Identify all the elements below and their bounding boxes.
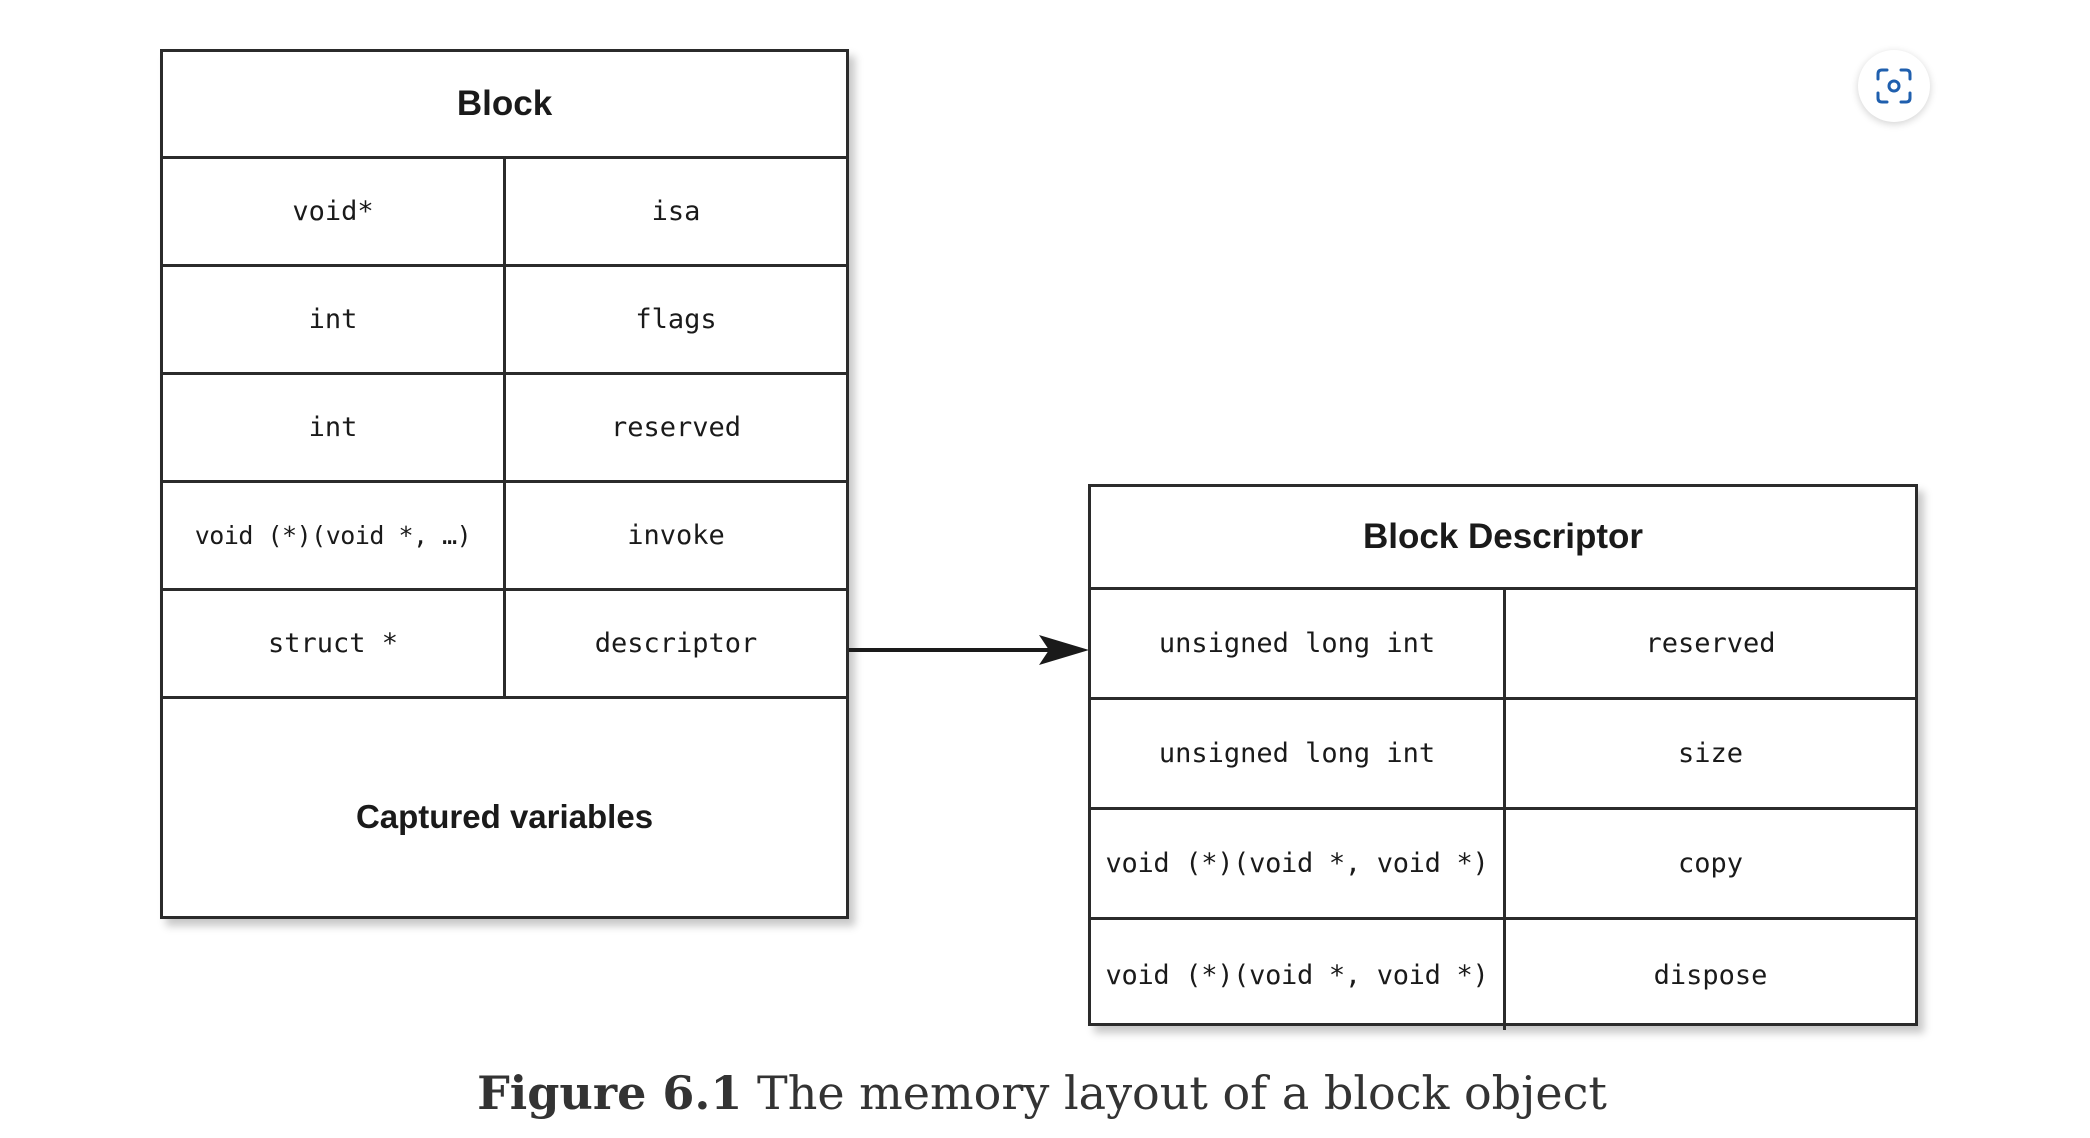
block-cell-type: void*	[163, 159, 506, 264]
block-cell-type: struct *	[163, 591, 506, 696]
block-cell-type: int	[163, 267, 506, 372]
block-row-invoke: void (*)(void *, …) invoke	[163, 483, 846, 591]
block-table-title: Block	[163, 52, 846, 159]
block-row-flags: int flags	[163, 267, 846, 375]
visual-search-button[interactable]	[1858, 50, 1930, 122]
block-row-isa: void* isa	[163, 159, 846, 267]
block-row-descriptor: struct * descriptor	[163, 591, 846, 699]
block-descriptor-table: Block Descriptor unsigned long int reser…	[1088, 484, 1918, 1030]
block-cell-type: void (*)(void *, …)	[163, 483, 506, 588]
figure-caption: Figure 6.1 The memory layout of a block …	[0, 1066, 2087, 1120]
figure-number: Figure 6.1	[477, 1066, 743, 1120]
descriptor-cell-field: copy	[1677, 848, 1744, 879]
descriptor-row-reserved: unsigned long int reserved	[1091, 590, 1915, 700]
descriptor-cell-type: unsigned long int	[1091, 590, 1506, 697]
captured-variables-section: Captured variables	[355, 798, 654, 835]
descriptor-cell-field: size	[1677, 738, 1744, 769]
block-cell-field: reserved	[610, 412, 742, 443]
descriptor-cell-type: void (*)(void *, void *)	[1091, 920, 1506, 1030]
descriptor-cell-type: void (*)(void *, void *)	[1091, 810, 1506, 917]
block-cell-field: invoke	[627, 520, 725, 551]
descriptor-cell-field: reserved	[1645, 628, 1776, 659]
descriptor-pointer-arrow	[849, 635, 1089, 665]
block-row-reserved: int reserved	[163, 375, 846, 483]
descriptor-table-title: Block Descriptor	[1091, 487, 1915, 590]
block-cell-field: descriptor	[594, 628, 758, 659]
descriptor-cell-field: dispose	[1653, 959, 1768, 991]
block-cell-field: flags	[635, 304, 717, 335]
descriptor-row-dispose: void (*)(void *, void *) dispose	[1091, 920, 1915, 1030]
figure-caption-text: The memory layout of a block object	[757, 1066, 1607, 1120]
block-cell-field: isa	[651, 196, 701, 227]
descriptor-cell-type: unsigned long int	[1091, 700, 1506, 807]
block-table: Block void* isa int flags int reserved v…	[160, 49, 849, 919]
visual-search-icon	[1876, 68, 1912, 104]
descriptor-row-size: unsigned long int size	[1091, 700, 1915, 810]
block-cell-type: int	[163, 375, 506, 480]
descriptor-row-copy: void (*)(void *, void *) copy	[1091, 810, 1915, 920]
